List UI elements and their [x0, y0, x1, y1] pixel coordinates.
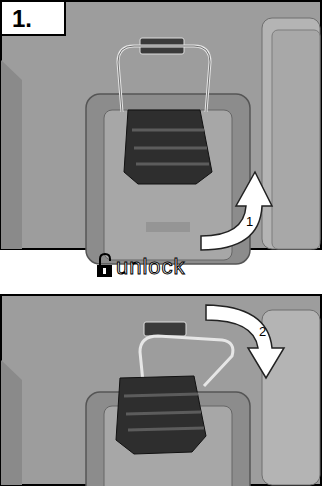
- callout-number: 2: [259, 324, 266, 339]
- case-edge: [1, 60, 22, 249]
- arrow-shape: [201, 172, 272, 250]
- latch-lever: [116, 376, 206, 454]
- step-number: 1.: [12, 5, 32, 33]
- plate-marking: [146, 222, 190, 232]
- case-side: [262, 310, 320, 485]
- unlock-label: unlock: [116, 254, 186, 280]
- callout-number: 1: [246, 214, 253, 229]
- arrow-shape: [206, 305, 284, 378]
- hook-bar: [144, 322, 186, 336]
- callout-arrow: 2: [204, 300, 286, 380]
- case-side-inner: [272, 30, 320, 249]
- lever-ridges: [124, 394, 204, 430]
- latch-lever: [124, 110, 212, 184]
- callout-arrow: 1: [198, 170, 274, 252]
- lock-keyhole: [103, 268, 106, 274]
- lock-icon: [97, 265, 112, 277]
- lock-shackle: [100, 254, 110, 265]
- arrow-outline: [204, 300, 286, 380]
- arrow-outline: [198, 170, 274, 252]
- wire-bail: [118, 46, 210, 112]
- lever-ridges: [132, 130, 209, 164]
- wire-bail-edge: [118, 46, 210, 112]
- step-number-box: 1.: [0, 0, 66, 36]
- case-edge: [1, 360, 22, 485]
- case-side: [262, 18, 320, 249]
